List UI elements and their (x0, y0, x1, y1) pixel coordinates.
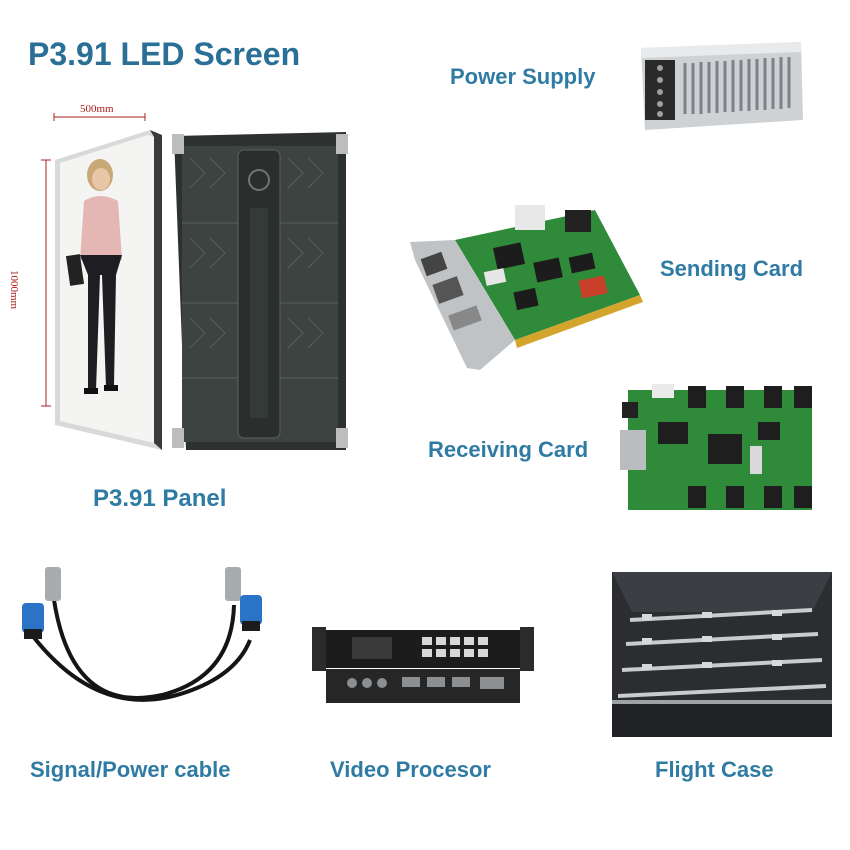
sending-card-image (405, 200, 645, 375)
page-title: P3.91 LED Screen (28, 36, 301, 72)
power-supply-image (635, 38, 807, 133)
flight-case-image (612, 572, 832, 737)
flight-case-label: Flight Case (655, 757, 774, 782)
video-processor-label: Video Procesor (330, 757, 491, 782)
signal-power-cable-label: Signal/Power cable (30, 757, 231, 782)
panel-label: P3.91 Panel (93, 485, 227, 512)
receiving-card-label: Receiving Card (428, 437, 589, 462)
sending-card-label: Sending Card (660, 256, 804, 281)
receiving-card-image (618, 382, 816, 514)
signal-power-cable-image (12, 565, 282, 720)
panel-height-dimension-line (40, 158, 52, 408)
panel-width-dimension-line (52, 112, 147, 122)
led-panel-front-image (50, 125, 165, 455)
panel-width-dimension: 500mm (80, 103, 114, 115)
video-processor-image (312, 625, 534, 707)
panel-height-dimension: 1000mm (8, 270, 20, 310)
led-panel-back-image (170, 128, 350, 458)
power-supply-label: Power Supply (450, 64, 596, 89)
